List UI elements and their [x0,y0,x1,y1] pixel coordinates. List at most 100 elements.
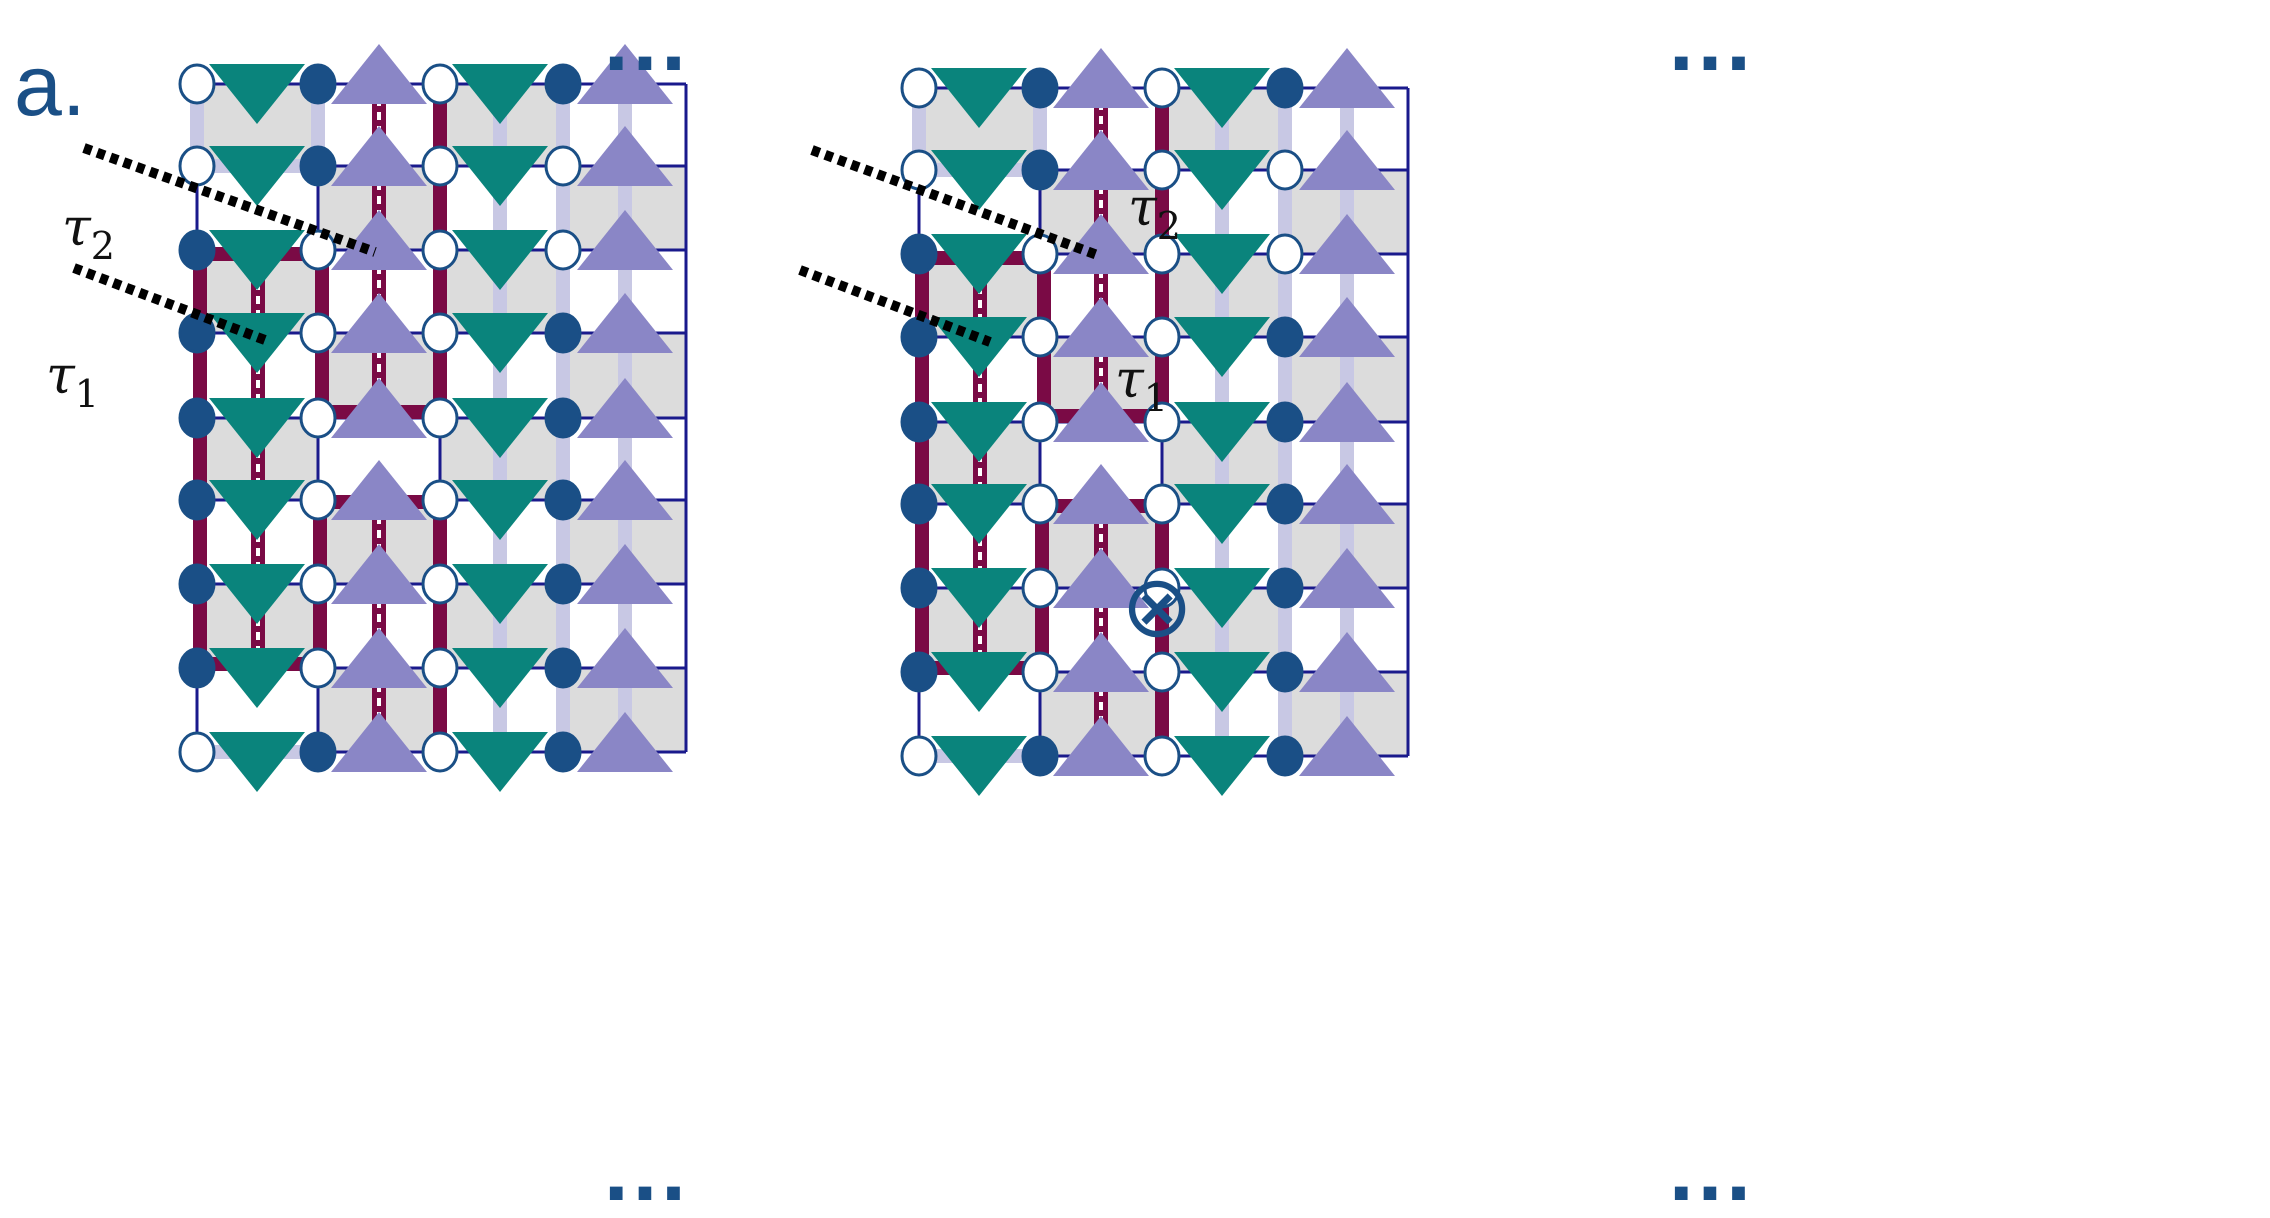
tensor-product-symbol: ⊗ [1121,557,1193,657]
filled-vertex [1266,567,1304,609]
arrow-down-icon [452,313,548,373]
arrow-down-icon [452,230,548,290]
arrow-up-icon [577,460,673,520]
filled-vertex [544,397,582,439]
arrow-up-icon [577,293,673,353]
filled-vertex [1021,735,1059,777]
arrow-down-icon [1174,150,1270,210]
arrow-down-icon [1174,234,1270,294]
arrow-up-icon [577,210,673,270]
filled-vertex [1266,735,1304,777]
filled-vertex [900,401,938,443]
filled-vertex [900,567,938,609]
open-vertex [1266,233,1304,275]
arrow-up-icon [331,378,427,438]
open-vertex [1143,567,1181,609]
arrow-up-icon [331,293,427,353]
open-vertex [1021,567,1059,609]
open-vertex [1143,651,1181,693]
filled-vertex [299,145,337,187]
filled-vertex [544,647,582,689]
arrow-down-icon [209,146,305,206]
open-vertex [178,63,216,105]
filled-vertex [178,397,216,439]
arrow-up-icon [1053,382,1149,442]
open-vertex [544,229,582,271]
open-vertex [421,312,459,354]
filled-vertex [1266,316,1304,358]
open-vertex [1143,483,1181,525]
arrow-up-icon [331,544,427,604]
arrow-up-icon [1299,48,1395,108]
open-vertex [1143,735,1181,777]
tau-pointer-line [810,145,1102,261]
arrow-up-icon [1053,548,1149,608]
arrow-down-icon [209,398,305,458]
open-vertex [544,145,582,187]
filled-vertex [544,312,582,354]
filled-vertex [178,229,216,271]
arrow-up-icon [1299,214,1395,274]
ellipsis-bottom-right: … [1665,1120,1755,1218]
arrow-up-icon [1053,48,1149,108]
arrow-up-icon [577,628,673,688]
arrow-up-icon [1299,297,1395,357]
arrow-up-icon [1299,716,1395,776]
arrow-down-icon [452,398,548,458]
filled-vertex [1266,483,1304,525]
arrow-up-icon [1299,382,1395,442]
filled-vertex [544,731,582,773]
arrow-up-icon [1053,130,1149,190]
open-vertex [1021,316,1059,358]
filled-vertex [900,651,938,693]
left-lattice [72,44,688,792]
arrow-up-icon [577,44,673,104]
arrow-down-icon [209,230,305,290]
open-vertex [421,731,459,773]
arrow-down-icon [931,484,1027,544]
filled-vertex [900,233,938,275]
arrow-down-icon [209,564,305,624]
arrow-down-icon [452,480,548,540]
arrow-up-icon [1053,214,1149,274]
filled-vertex [299,63,337,105]
arrow-down-icon [931,150,1027,210]
open-vertex [421,145,459,187]
filled-vertex [299,731,337,773]
arrow-down-icon [452,564,548,624]
ellipsis-bottom-left: … [600,1120,690,1218]
arrow-up-icon [577,378,673,438]
tau1-label-right: τ1 [1115,350,1168,420]
arrow-up-icon [577,126,673,186]
arrow-down-icon [931,68,1027,128]
tau-pointer-line [72,263,267,345]
filled-vertex [900,483,938,525]
arrow-up-icon [1299,130,1395,190]
filled-vertex [178,479,216,521]
arrow-down-icon [452,146,548,206]
open-vertex [299,647,337,689]
arrow-down-icon [452,648,548,708]
filled-vertex [178,647,216,689]
arrow-down-icon [452,64,548,124]
filled-vertex [1021,67,1059,109]
arrow-up-icon [331,44,427,104]
arrow-up-icon [577,712,673,772]
tau1-label-left: τ1 [46,346,99,416]
open-vertex [178,731,216,773]
open-vertex [1021,401,1059,443]
ellipsis-top-right: … [1665,0,1755,90]
arrow-down-icon [931,736,1027,796]
open-vertex [1143,149,1181,191]
open-vertex [299,479,337,521]
arrow-up-icon [1299,464,1395,524]
open-vertex [299,229,337,271]
arrow-down-icon [1174,736,1270,796]
arrow-down-icon [1174,317,1270,377]
arrow-down-icon [931,317,1027,377]
arrow-down-icon [1174,402,1270,462]
arrow-up-icon [1299,632,1395,692]
arrow-up-icon [1299,548,1395,608]
open-vertex [299,397,337,439]
